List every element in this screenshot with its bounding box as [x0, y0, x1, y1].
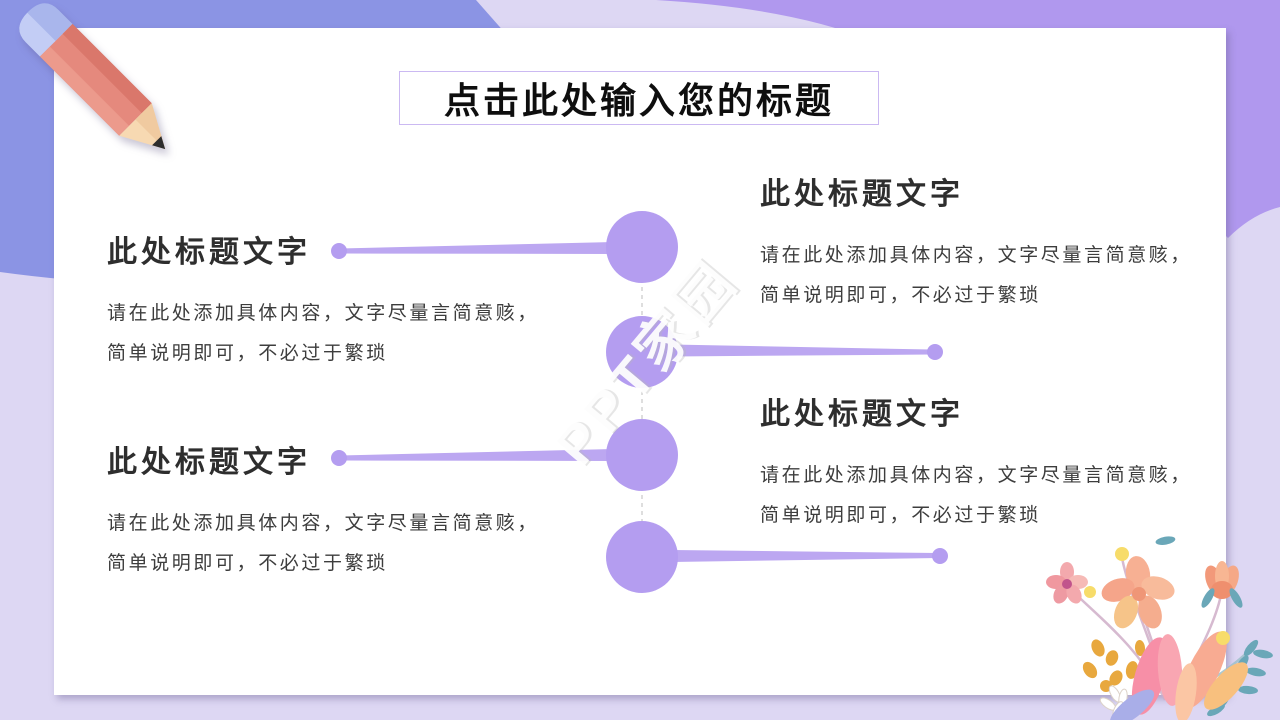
tulip-flower	[1201, 561, 1243, 608]
section-body-line: 简单说明即可，不必过于繁琐	[760, 505, 1041, 526]
section-left-bottom[interactable]: 此处标题文字 请在此处添加具体内容，文字尽量言简意赅， 简单说明即可，不必过于繁…	[107, 446, 539, 584]
flower-bouquet-icon	[1046, 536, 1273, 720]
section-body-line: 请在此处添加具体内容，文字尽量言简意赅，	[760, 245, 1193, 266]
section-body-line: 简单说明即可，不必过于繁琐	[107, 343, 388, 364]
section-body-line: 请在此处添加具体内容，文字尽量言简意赅，	[760, 465, 1193, 486]
section-heading[interactable]: 此处标题文字	[107, 236, 311, 269]
section-heading[interactable]: 此处标题文字	[760, 398, 964, 431]
section-body-line: 简单说明即可，不必过于繁琐	[760, 285, 1041, 306]
section-body-line: 请在此处添加具体内容，文字尽量言简意赅，	[107, 303, 540, 324]
section-body[interactable]: 请在此处添加具体内容，文字尽量言简意赅， 简单说明即可，不必过于繁琐	[107, 504, 539, 584]
small-pink-flower	[1046, 562, 1088, 604]
section-heading[interactable]: 此处标题文字	[107, 446, 311, 479]
slide-title: 点击此处输入您的标题	[443, 80, 834, 121]
section-heading[interactable]: 此处标题文字	[760, 178, 964, 211]
pencil-icon	[19, 3, 166, 150]
section-body-line: 请在此处添加具体内容，文字尽量言简意赅，	[107, 513, 540, 534]
section-right-top[interactable]: 此处标题文字 请在此处添加具体内容，文字尽量言简意赅， 简单说明即可，不必过于繁…	[760, 178, 1192, 316]
section-body[interactable]: 请在此处添加具体内容，文字尽量言简意赅， 简单说明即可，不必过于繁琐	[760, 236, 1192, 316]
section-right-bottom[interactable]: 此处标题文字 请在此处添加具体内容，文字尽量言简意赅， 简单说明即可，不必过于繁…	[760, 398, 1192, 536]
salmon-flower	[1101, 556, 1175, 629]
section-body[interactable]: 请在此处添加具体内容，文字尽量言简意赅， 简单说明即可，不必过于繁琐	[107, 294, 539, 374]
section-left-top[interactable]: 此处标题文字 请在此处添加具体内容，文字尽量言简意赅， 简单说明即可，不必过于繁…	[107, 236, 539, 374]
title-placeholder[interactable]: 点击此处输入您的标题	[399, 71, 879, 125]
section-body[interactable]: 请在此处添加具体内容，文字尽量言简意赅， 简单说明即可，不必过于繁琐	[760, 456, 1192, 536]
section-body-line: 简单说明即可，不必过于繁琐	[107, 553, 388, 574]
